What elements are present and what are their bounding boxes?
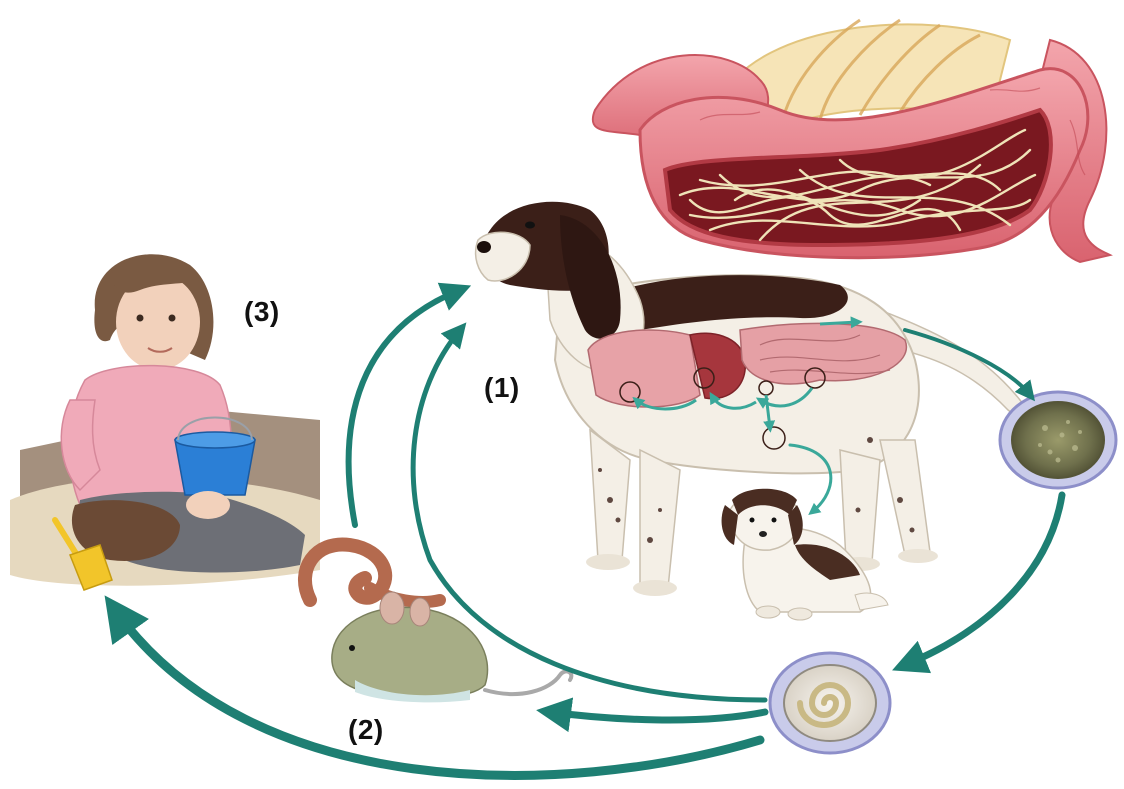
- embryonated-egg: [770, 653, 890, 753]
- stage-label-1: (1): [484, 372, 520, 404]
- mouse: [332, 592, 572, 702]
- arrow-egg-to-embryonated: [905, 495, 1062, 665]
- earthworm: [305, 544, 440, 601]
- unembryonated-egg: [1000, 392, 1116, 488]
- stage-label-2: (2): [348, 714, 384, 746]
- stage-label-3: (3): [244, 296, 280, 328]
- arrow-paratenic-to-dog: [349, 290, 460, 525]
- arrow-egg-to-mouse: [550, 712, 765, 720]
- intestine-cutaway: [593, 20, 1110, 262]
